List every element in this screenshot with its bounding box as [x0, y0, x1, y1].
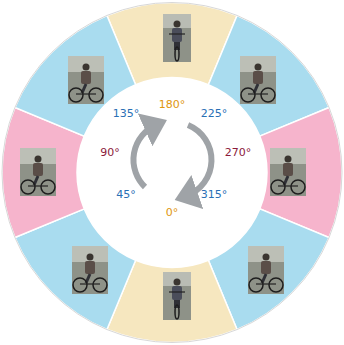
angle-label: 180° — [159, 99, 186, 110]
angle-label: 45° — [116, 189, 136, 200]
center-disc — [77, 78, 267, 268]
angle-label: 90° — [100, 147, 120, 158]
angle-label: 225° — [201, 108, 228, 119]
angle-label: 0° — [166, 207, 179, 218]
angle-label: 135° — [113, 108, 140, 119]
rotation-arrow — [133, 125, 156, 187]
cyclist-photo — [20, 14, 306, 320]
rotation-arrow — [186, 125, 211, 196]
angle-label: 315° — [201, 189, 228, 200]
angle-label: 270° — [225, 147, 252, 158]
